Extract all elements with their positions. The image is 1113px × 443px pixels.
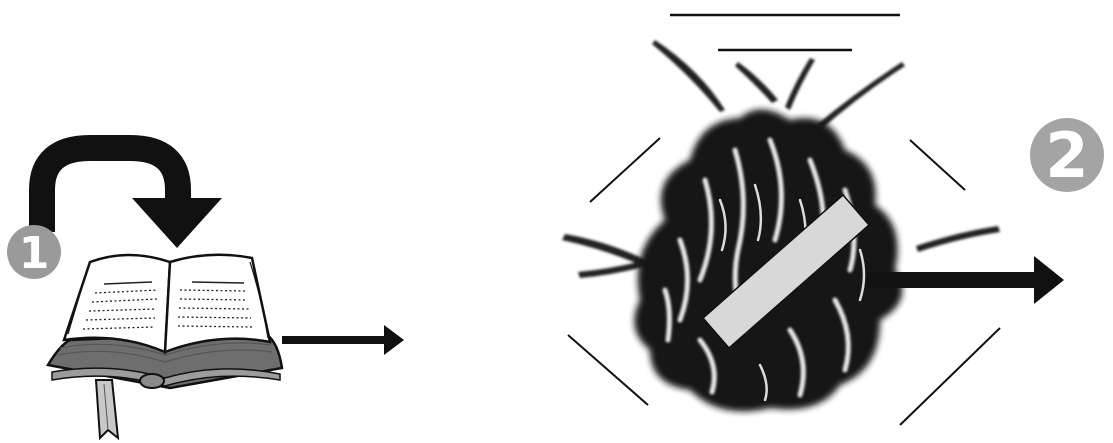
step-2-badge: 2	[1030, 118, 1104, 192]
step-1-badge: 1	[7, 225, 61, 279]
curved-arrow-icon	[42, 148, 222, 248]
step-1-number: 1	[19, 228, 50, 279]
right-arrow-icon	[282, 325, 404, 355]
step-1-group: 1	[7, 148, 404, 438]
bookmark-ribbon-icon	[96, 380, 118, 438]
step-2-number: 2	[1045, 119, 1088, 192]
step-2-group: 2	[562, 15, 1104, 425]
open-book-icon	[48, 255, 282, 388]
